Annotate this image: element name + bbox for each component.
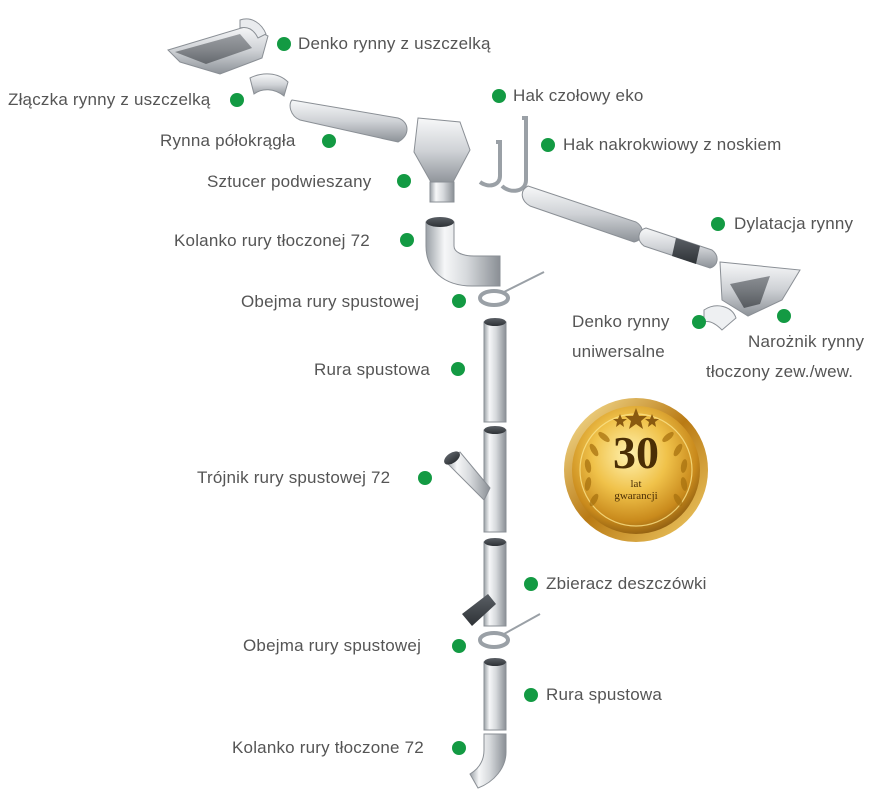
warranty-number: 30 [613,427,659,478]
label-hak-nakrokwiowy: Hak nakrokwiowy z noskiem [563,135,782,154]
label-naroznik-1: Narożnik rynny [748,332,865,351]
gutter-connector-part [249,73,289,97]
half-round-gutter-right-part [521,185,643,243]
label-rura-2: Rura spustowa [546,685,662,704]
label-denko-uszczelka: Denko rynny z uszczelką [298,34,491,53]
green-dot-icon [418,471,432,485]
universal-end-cap-part [703,305,737,331]
green-dot-icon [711,217,725,231]
half-round-gutter-part [289,99,408,143]
label-denko-uniwersalne-2: uniwersalne [572,342,665,361]
label-dylatacja: Dylatacja rynny [734,214,854,233]
rafter-hook-part [500,116,528,193]
green-dot-icon [452,294,466,308]
front-hook-part [478,140,502,188]
label-zlaczka: Złączka rynny z uszczelką [8,90,211,109]
green-dot-icon [400,233,414,247]
label-obejma-2: Obejma rury spustowej [243,636,422,655]
warranty-text: gwarancji [614,490,658,502]
label-rura-1: Rura spustowa [314,360,430,379]
label-hak-czolowy: Hak czołowy eko [513,86,644,105]
gutter-expansion-joint-part [638,227,718,269]
label-naroznik-2: tłoczony zew./wew. [706,362,854,381]
green-dot-icon [452,639,466,653]
green-dot-icon [451,362,465,376]
gutter-end-cap-part [167,18,269,75]
warranty-unit: lat [630,478,642,490]
green-dot-icon [277,37,291,51]
label-sztucer: Sztucer podwieszany [207,172,372,191]
green-dot-icon [692,315,706,329]
label-zbieracz: Zbieracz deszczówki [546,574,707,593]
label-kolanko-72: Kolanko rury tłoczonej 72 [174,231,370,250]
green-dot-icon [777,309,791,323]
downpipe-lower-part [483,658,507,731]
star-icon [613,408,659,429]
rain-collector-part [462,538,507,627]
hanging-outlet-part [413,117,471,203]
pipe-elbow-bottom-part [469,733,507,789]
green-dot-icon [452,741,466,755]
label-denko-uniwersalne-1: Denko rynny [572,312,670,331]
label-rynna: Rynna półokrągła [160,131,296,150]
green-dot-icon [322,134,336,148]
green-dot-icon [541,138,555,152]
green-dot-icon [230,93,244,107]
pipe-elbow-part [425,217,501,287]
green-dot-icon [524,577,538,591]
warranty-seal [564,398,708,542]
green-dot-icon [524,688,538,702]
pipe-tee-part [444,426,507,533]
label-kolanko-bottom: Kolanko rury tłoczone 72 [232,738,424,757]
green-dot-icon [492,89,506,103]
green-dot-icon [397,174,411,188]
downpipe-part [483,318,507,423]
label-trojnik: Trójnik rury spustowej 72 [197,468,391,487]
pipe-clamp-lower-part [478,613,541,649]
label-obejma-1: Obejma rury spustowej [241,292,420,311]
pipe-clamp-part [478,271,545,307]
gutter-corner-part [719,261,801,317]
laurel-icon [584,431,688,507]
